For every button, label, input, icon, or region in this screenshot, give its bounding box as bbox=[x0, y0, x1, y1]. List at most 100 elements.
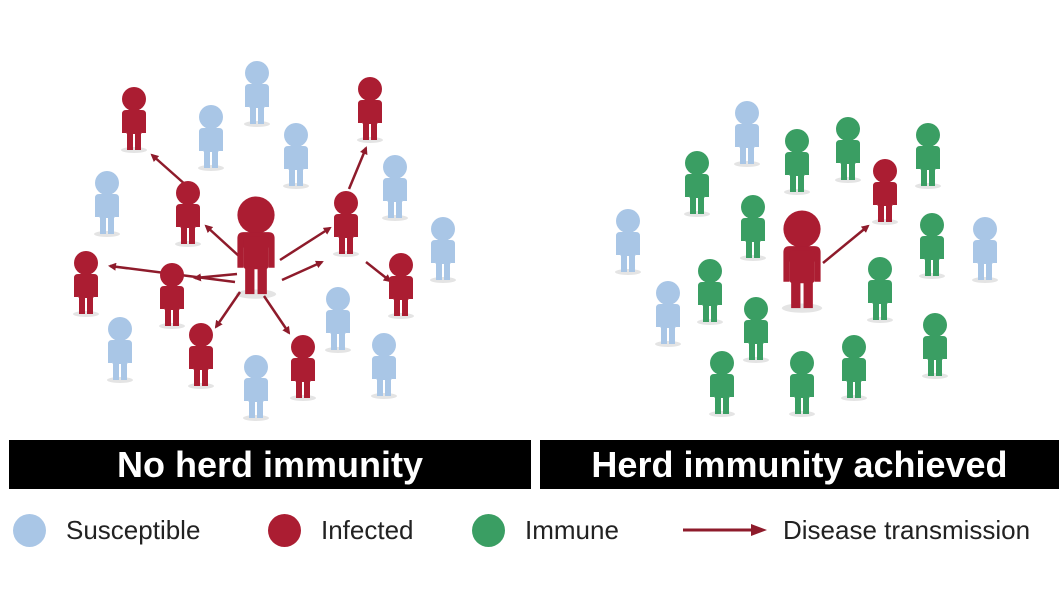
immune-person-icon bbox=[790, 351, 814, 414]
person-shadow bbox=[107, 377, 133, 383]
legend-label-infected: Infected bbox=[321, 514, 414, 545]
herd-immunity-achieved-title: Herd immunity achieved bbox=[591, 443, 1008, 485]
person-shadow bbox=[325, 347, 351, 353]
herd-immunity-diagram bbox=[73, 61, 998, 421]
person-shadow bbox=[915, 183, 941, 189]
person-shadow bbox=[784, 189, 810, 195]
herd-immunity-achieved-banner: Herd immunity achieved bbox=[540, 440, 1059, 489]
immune-dot-icon bbox=[472, 513, 505, 547]
person-shadow bbox=[94, 231, 120, 237]
person-shadow bbox=[615, 269, 641, 275]
susceptible-person-icon bbox=[431, 217, 455, 280]
person-shadow bbox=[872, 219, 898, 225]
infected-person-icon bbox=[122, 87, 146, 150]
transmission-arrow bbox=[365, 261, 392, 283]
transmission-arrow bbox=[204, 224, 241, 258]
infected-person-icon bbox=[176, 181, 200, 244]
person-shadow bbox=[175, 241, 201, 247]
susceptible-person-icon bbox=[199, 105, 223, 168]
susceptible-person-icon bbox=[108, 317, 132, 380]
person-shadow bbox=[781, 303, 823, 313]
infected-person-icon bbox=[189, 323, 213, 386]
susceptible-person-icon bbox=[973, 217, 997, 280]
transmission-arrow bbox=[822, 224, 870, 264]
immune-person-icon bbox=[868, 257, 892, 320]
person-shadow bbox=[382, 215, 408, 221]
infected-person-icon bbox=[873, 159, 897, 222]
transmission-arrow-icon bbox=[683, 524, 767, 536]
person-shadow bbox=[867, 317, 893, 323]
susceptible-person-icon bbox=[656, 281, 680, 344]
person-shadow bbox=[922, 373, 948, 379]
legend-label-immune: Immune bbox=[525, 514, 619, 545]
person-shadow bbox=[121, 147, 147, 153]
person-shadow bbox=[734, 161, 760, 167]
immune-person-icon bbox=[741, 195, 765, 258]
susceptible-person-icon bbox=[383, 155, 407, 218]
person-shadow bbox=[789, 411, 815, 417]
transmission-arrow bbox=[150, 153, 188, 187]
susceptible-person-icon bbox=[326, 287, 350, 350]
transmission-arrow bbox=[262, 295, 291, 335]
transmission-arrow bbox=[214, 291, 242, 329]
infected-person-icon bbox=[783, 210, 821, 309]
susceptible-person-icon bbox=[372, 333, 396, 396]
person-shadow bbox=[283, 183, 309, 189]
person-shadow bbox=[919, 273, 945, 279]
person-shadow bbox=[290, 395, 316, 401]
person-shadow bbox=[388, 313, 414, 319]
infected-person-icon bbox=[291, 335, 315, 398]
immune-person-icon bbox=[744, 297, 768, 360]
person-shadow bbox=[235, 289, 277, 299]
transmission-arrow bbox=[279, 226, 332, 262]
person-shadow bbox=[684, 211, 710, 217]
infected-person-icon bbox=[237, 196, 275, 295]
person-shadow bbox=[841, 395, 867, 401]
person-shadow bbox=[333, 251, 359, 257]
person-shadow bbox=[159, 323, 185, 329]
legend-item-susceptible: Susceptible bbox=[13, 508, 200, 552]
susceptible-person-icon bbox=[284, 123, 308, 186]
susceptible-person-icon bbox=[244, 355, 268, 418]
person-shadow bbox=[697, 319, 723, 325]
person-shadow bbox=[243, 415, 269, 421]
immune-person-icon bbox=[836, 117, 860, 180]
susceptible-dot-icon bbox=[13, 513, 46, 547]
infected-person-icon bbox=[74, 251, 98, 314]
susceptible-person-icon bbox=[245, 61, 269, 124]
person-shadow bbox=[835, 177, 861, 183]
legend-label-disease-transmission: Disease transmission bbox=[783, 514, 1031, 545]
infected-person-icon bbox=[334, 191, 358, 254]
person-shadow bbox=[188, 383, 214, 389]
person-shadow bbox=[655, 341, 681, 347]
person-shadow bbox=[357, 137, 383, 143]
infected-person-icon bbox=[389, 253, 413, 316]
immune-person-icon bbox=[920, 213, 944, 276]
person-shadow bbox=[972, 277, 998, 283]
transmission-arrow bbox=[281, 260, 324, 282]
infected-person-icon bbox=[358, 77, 382, 140]
person-shadow bbox=[743, 357, 769, 363]
susceptible-person-icon bbox=[616, 209, 640, 272]
person-shadow bbox=[740, 255, 766, 261]
immune-person-icon bbox=[842, 335, 866, 398]
immune-person-icon bbox=[916, 123, 940, 186]
immune-person-icon bbox=[785, 129, 809, 192]
immune-person-icon bbox=[698, 259, 722, 322]
immune-person-icon bbox=[685, 151, 709, 214]
transmission-arrow bbox=[347, 146, 368, 190]
legend-item-disease-transmission: Disease transmission bbox=[683, 508, 1030, 552]
person-shadow bbox=[73, 311, 99, 317]
susceptible-person-icon bbox=[95, 171, 119, 234]
legend-item-immune: Immune bbox=[472, 508, 619, 552]
person-shadow bbox=[709, 411, 735, 417]
legend-label-susceptible: Susceptible bbox=[66, 514, 201, 545]
person-shadow bbox=[430, 277, 456, 283]
person-shadow bbox=[198, 165, 224, 171]
legend-item-infected: Infected bbox=[268, 508, 414, 552]
infected-dot-icon bbox=[268, 513, 301, 547]
no-herd-immunity-banner: No herd immunity bbox=[9, 440, 531, 489]
susceptible-person-icon bbox=[735, 101, 759, 164]
infected-person-icon bbox=[160, 263, 184, 326]
immune-person-icon bbox=[710, 351, 734, 414]
